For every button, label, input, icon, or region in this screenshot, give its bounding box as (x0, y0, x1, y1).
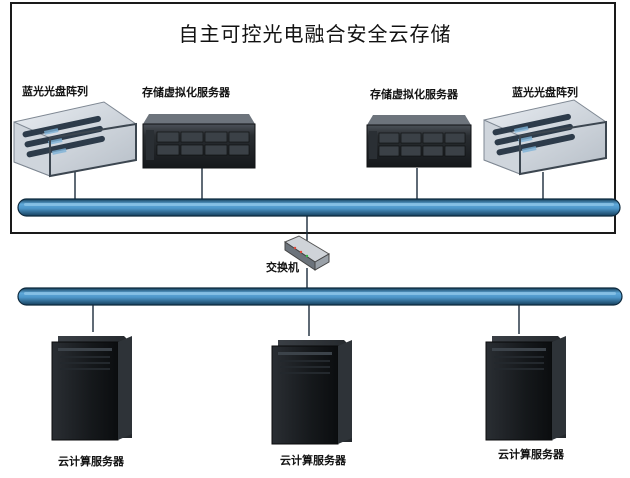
virtualization-server-label-right: 存储虚拟化服务器 (370, 88, 458, 101)
bluray-disc-array-icon (483, 99, 607, 176)
diagram-title: 自主可控光电融合安全云存储 (178, 22, 452, 46)
tower-server-icon (485, 336, 566, 441)
switch-label: 交换机 (266, 261, 299, 274)
virtualization-server-label-left: 存储虚拟化服务器 (142, 86, 230, 99)
cloud-server-label-2: 云计算服务器 (280, 454, 346, 467)
tower-server-icon (271, 340, 352, 445)
tower-server-icon (51, 336, 132, 441)
bottom-network-bus (17, 287, 623, 306)
bluray-array-label-left: 蓝光光盘阵列 (22, 85, 88, 98)
network-switch-icon (283, 235, 330, 271)
rack-server-icon (366, 115, 472, 168)
bottom-connectors (92, 305, 520, 336)
top-network-bus (17, 198, 621, 217)
top-connectors (74, 167, 544, 290)
bluray-disc-array-icon (13, 101, 137, 178)
cloud-server-label-3: 云计算服务器 (498, 448, 564, 461)
bluray-array-label-right: 蓝光光盘阵列 (512, 86, 578, 99)
rack-server-icon (142, 114, 256, 169)
cloud-server-label-1: 云计算服务器 (58, 455, 124, 468)
